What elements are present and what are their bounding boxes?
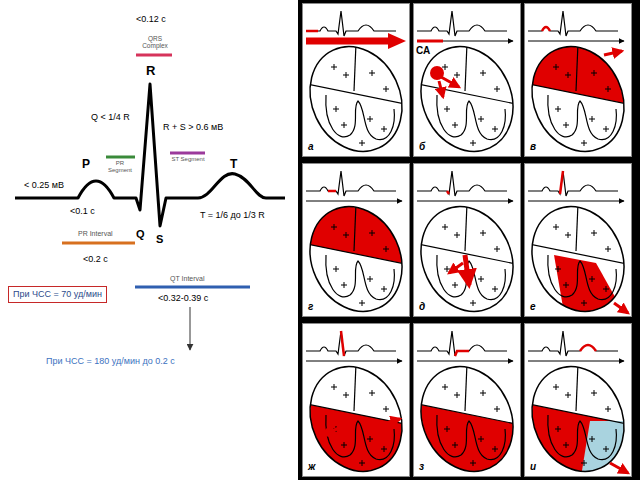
st-segment-bar: [170, 152, 205, 155]
ecg-waveform: [15, 84, 285, 226]
panel-letter: ж: [308, 462, 315, 472]
amplitude-note: R + S > 0.6 мВ: [163, 122, 223, 132]
duration-value: <0.2 с: [83, 254, 108, 264]
interval-name: QT Interval: [170, 275, 205, 283]
heart-panel: [293, 3, 418, 167]
node-label: СА: [416, 46, 430, 56]
heart-panel: [515, 323, 640, 480]
panel-box: з: [413, 323, 521, 477]
note-box: При ЧСС = 70 уд/мин: [8, 286, 107, 303]
amplitude-note: T = 1/6 до 1/3 R: [200, 210, 265, 220]
pr-interval-bar: [62, 242, 135, 245]
panel-box: е: [524, 163, 632, 317]
interval-name: PR Interval: [78, 230, 113, 238]
heart-rate-note: При ЧСС = 180 уд/мин до 0.2 с: [46, 356, 175, 366]
panel-letter: а: [308, 142, 314, 152]
wave-name: P: [82, 158, 90, 172]
note-text: При ЧСС = 70 уд/мин: [13, 289, 102, 300]
panel-letter: з: [419, 462, 424, 472]
heart-panel: [404, 3, 529, 167]
ecg-trace: [15, 55, 285, 350]
panel-box: и: [524, 323, 632, 477]
panel-box: в: [524, 3, 632, 157]
wave-name: T: [230, 158, 237, 172]
segment-name: ST Segment: [171, 156, 205, 163]
qrs-bar: [136, 54, 172, 57]
wave-name: S: [156, 233, 163, 246]
amplitude-value: < 0.25 мВ: [24, 180, 64, 190]
duration-value: <0.32-0.39 с: [158, 293, 208, 303]
heart-panel: [404, 323, 529, 480]
panel-box: а: [302, 3, 410, 157]
amplitude-note: Q < 1/4 R: [91, 112, 130, 122]
heart-panel: [404, 163, 529, 327]
arrow: [190, 307, 191, 350]
duration-value: <0.1 с: [70, 206, 95, 216]
panel-letter: в: [530, 142, 536, 152]
segment-name: PR Segment: [104, 160, 136, 174]
heart-panel: [515, 163, 640, 327]
heart-panel: [515, 3, 640, 167]
wave-name: R: [146, 64, 155, 79]
panel-box: ж: [302, 323, 410, 477]
pr-segment-bar: [106, 156, 135, 159]
qt-interval-bar: [135, 286, 250, 289]
wave-name: Q: [136, 228, 145, 241]
panel-letter: д: [419, 302, 425, 312]
segment-name: QRS Complex: [138, 35, 172, 50]
panel-letter: б: [419, 142, 425, 152]
heart-panel: [293, 323, 418, 480]
panel-box: д: [413, 163, 521, 317]
duration-value: <0.12 с: [136, 14, 166, 24]
heart-panel: [293, 163, 418, 327]
dark-ground: [298, 0, 640, 480]
panel-letter: и: [530, 462, 536, 472]
panel-box: г: [302, 163, 410, 317]
panel-box: СА б: [413, 3, 521, 157]
panel-letter: е: [530, 302, 536, 312]
panel-letter: г: [308, 302, 313, 312]
